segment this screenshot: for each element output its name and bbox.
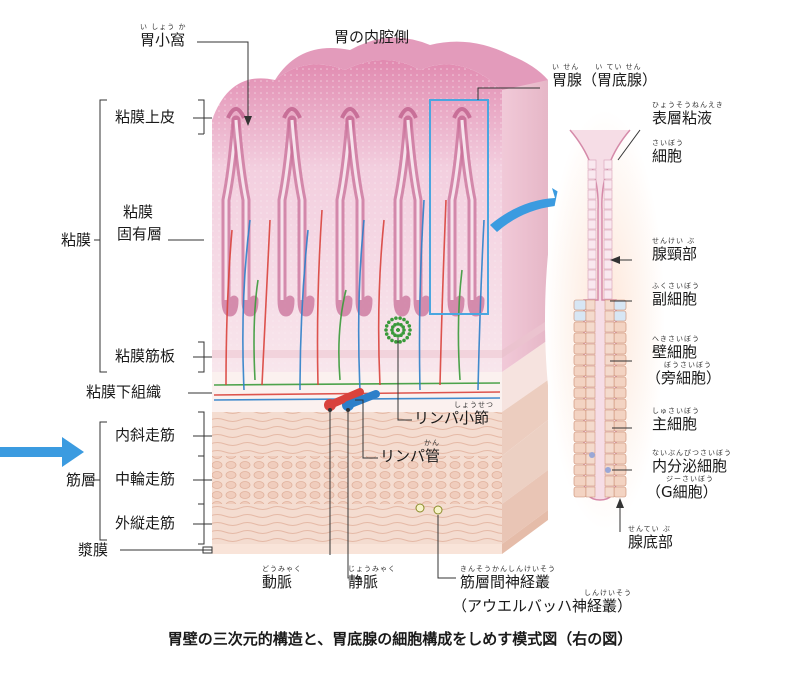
label-parietal-cell: へきさいぼう 壁細胞 <box>652 335 700 361</box>
left-blue-arrow <box>0 437 84 467</box>
label-submucosa: 粘膜下組織 <box>86 383 162 401</box>
mucosa-top-surface <box>275 37 548 90</box>
label-neck: せんけい ぶ 腺頸部 <box>652 237 698 263</box>
callout-leaders <box>197 41 641 579</box>
label-endocrine-cell: ないぶんぴつさいぼう 内分泌細胞 <box>652 449 732 475</box>
label-mucous-neck-cell: ふくさいぼう 副細胞 <box>652 282 700 308</box>
label-surface-mucous: ひょうそうねんえき 表層粘液 <box>652 101 724 127</box>
label-vein: じょうみゃく 静脈 <box>348 565 396 591</box>
serosa-band <box>212 544 502 554</box>
label-lamina-propria-2: 固有層 <box>117 225 163 243</box>
nerve-plexus-node <box>433 505 443 515</box>
label-outer-longitudinal: 外縦走筋 <box>115 514 176 532</box>
nerve-plexus-node <box>415 503 425 513</box>
middle-circular-muscle <box>212 456 502 504</box>
label-surface-mucous-cell: さいぼう 細胞 <box>652 139 684 165</box>
gastric-glands <box>221 107 485 317</box>
gland-highlight-box <box>429 99 489 315</box>
label-muscle-layer: 筋層 <box>66 471 97 489</box>
label-mucosa: 粘膜 <box>61 231 92 249</box>
label-inner-oblique: 内斜走筋 <box>115 426 176 444</box>
lymph-nodule <box>384 316 412 344</box>
gland-tube <box>393 107 431 317</box>
label-lymph-vessel: かん リンパ管 <box>380 439 441 465</box>
right-blue-arrow <box>490 188 575 232</box>
label-epithelium: 粘膜上皮 <box>115 108 176 126</box>
label-lamina-propria-1: 粘膜 <box>123 203 154 221</box>
label-muscularis-mucosae: 粘膜筋板 <box>115 347 176 365</box>
vessel-path <box>253 269 463 381</box>
vessel-path <box>225 199 447 386</box>
gland-tube <box>221 107 259 317</box>
label-chief-cell: しゅさいぼう 主細胞 <box>652 407 700 433</box>
label-serosa: 漿膜 <box>78 541 109 559</box>
label-gastric-gland: い せん い てい せん 胃腺（胃底腺） <box>552 63 658 89</box>
label-g-cell: ジーさいぼう （G細胞） <box>646 475 718 501</box>
muscle-layers <box>212 340 548 554</box>
label-artery: どうみゃく 動脈 <box>262 565 302 591</box>
left-brackets <box>94 99 213 554</box>
label-gastric-pit: い しょう か 胃小窩 <box>140 23 187 49</box>
label-parietal-alt: ぼうさいぼう （旁細胞） <box>646 361 722 387</box>
figure-caption: 胃壁の三次元的構造と、胃底腺の細胞構成をしめす模式図（右の図） <box>167 630 633 648</box>
label-myenteric-plexus: きんそうかんしんけいそう 筋層間神経叢 <box>460 565 556 591</box>
inner-oblique-muscle <box>212 412 502 456</box>
fundic-gland-detail <box>569 129 631 501</box>
label-fundus: せんてい ぶ 腺底部 <box>628 525 674 551</box>
gland-tube <box>335 107 373 317</box>
label-lymph-nodule: しょうせつ リンパ小節 <box>414 401 494 427</box>
lumen-side-label: 胃の内腔側 <box>334 28 410 46</box>
label-auerbach-plexus: しんけいそう （アウエルバッハ神経叢） <box>452 589 633 615</box>
vessel-path <box>242 199 485 391</box>
label-middle-circular: 中輪走筋 <box>115 470 176 488</box>
outer-longitudinal-muscle <box>212 504 502 544</box>
